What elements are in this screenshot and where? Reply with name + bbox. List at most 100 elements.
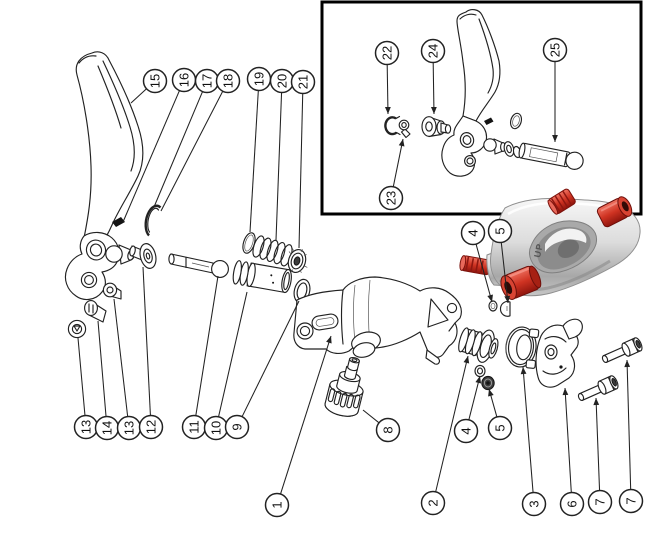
callout-balloon [521,491,547,517]
callout-balloon [487,415,513,441]
callout-number: 13 [79,420,94,434]
callout-5: 5 [487,218,513,304]
callout-balloon [618,488,644,514]
callout-number: 12 [144,420,159,434]
callout-14: 14 [94,320,120,441]
leader-arrowhead [463,356,470,364]
callout-number: 24 [426,44,441,58]
callout-5: 5 [487,388,513,441]
leader-line [275,92,283,241]
leader-line [362,409,380,424]
leader-line [160,90,224,212]
callout-number: 6 [565,500,580,507]
callout-21: 21 [290,69,316,249]
leader-arrowhead [398,139,405,147]
clamp-bolt-drawing [599,336,645,367]
leader-line [386,64,389,115]
leader-line [153,91,204,208]
leader-line [280,335,332,495]
callout-17: 17 [153,68,220,208]
inset-o-ring [509,112,523,130]
leader-arrowhead [487,294,493,302]
leader-line [522,366,534,493]
leader-line [122,90,180,223]
inset-barrel-nut-drawing [421,116,452,138]
callout-number: 15 [148,74,163,88]
callout-number: 5 [493,227,508,234]
pivot-bolt-drawing [67,319,87,339]
callout-number: 9 [230,423,245,430]
callout-number: 4 [466,229,481,236]
callout-number: 23 [384,191,399,205]
callout-number: 2 [426,499,441,506]
callout-balloon [542,37,568,63]
leader-line [249,90,259,233]
leader-arrowhead [384,106,391,114]
callout-number: 17 [200,74,215,88]
spring-pin-drawing [112,217,125,227]
inset-spring-pin [484,117,494,125]
clamp-washer-drawing [488,300,498,312]
leader-line [195,275,219,416]
clamp-bolt-drawing [575,374,621,405]
callout-8: 8 [362,409,401,443]
leader-arrowhead [520,367,527,375]
leader-line [142,266,151,416]
callout-number: 10 [209,421,224,435]
callout-6: 6 [559,387,585,517]
callout-number: 13 [122,421,137,435]
callout-balloon [587,489,613,515]
callout-number: 16 [177,73,192,87]
up-marking: UP [532,242,545,258]
band-clamp-drawing [505,326,540,369]
leader-arrowhead [326,336,332,344]
leader-arrowhead [475,376,482,384]
small-washer-drawing [474,364,486,378]
pivot-nut-drawing [102,282,118,298]
callout-7: 7 [587,397,613,515]
leader-line [595,397,601,491]
leader-arrowhead [430,106,437,114]
callout-4: 4 [453,375,482,444]
callout-9: 9 [224,300,300,440]
leader-line [77,337,86,416]
callout-number: 5 [493,424,508,431]
callout-balloon [142,68,168,94]
callout-balloon [460,220,486,246]
leader-line [130,88,147,104]
inset-pivot-axle-drawing [518,142,584,170]
piston-drawing [232,260,292,294]
pivot-flange-drawing [139,243,157,269]
leader-line [432,62,435,115]
callout-balloon [264,492,290,518]
callout-10: 10 [203,291,248,441]
callout-19: 19 [246,66,272,233]
callout-balloon [138,414,164,440]
inset-pivot-pin-drawing [398,119,411,139]
piston-cup-assembly-drawing [458,327,499,363]
callout-20: 20 [269,68,295,241]
leader-line [435,355,469,492]
callout-12: 12 [138,266,164,440]
pushrod-drawing [168,253,229,278]
callout-number: 20 [275,74,290,88]
callout-number: 18 [221,74,236,88]
callout-22: 22 [374,40,400,115]
inset-panel [320,0,643,216]
callout-3: 3 [520,366,547,517]
callout-1: 1 [264,335,332,518]
callout-23: 23 [378,138,405,211]
leader-arrowhead [504,295,511,303]
callout-4: 4 [460,220,493,303]
callout-number: 8 [381,426,396,433]
handlebar-clamp-photo: UP [459,188,641,317]
leader-line [113,298,129,417]
leader-line [500,242,509,304]
callout-balloon [374,40,400,66]
callout-25: 25 [542,37,568,142]
leader-arrowhead [593,398,600,406]
callout-13: 13 [73,337,99,440]
callout-number: 4 [459,427,474,434]
callout-number: 11 [187,420,202,434]
